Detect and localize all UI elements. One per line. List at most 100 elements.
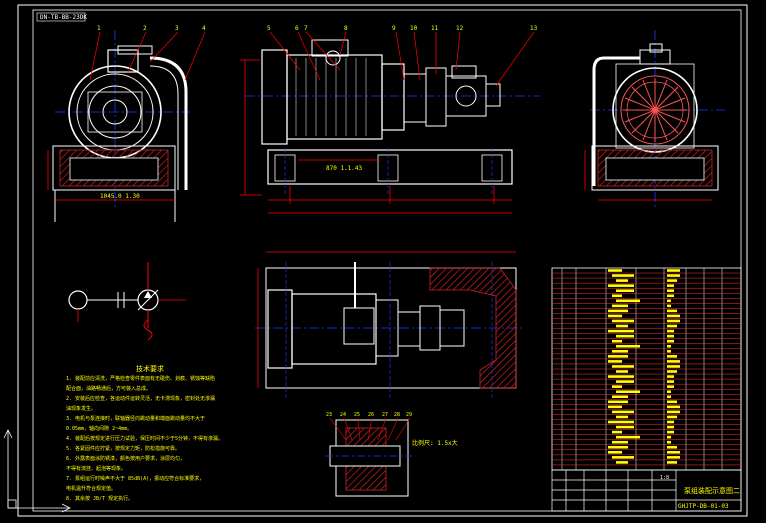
left-end-view [47,30,206,222]
parts-list-text-mark [612,410,634,414]
parts-list-text-mark [667,279,677,282]
parts-list-text-mark [667,415,677,419]
section-balloon-29: 29 [406,412,413,418]
parts-list-text-mark [616,289,634,292]
parts-list-text-mark [667,425,674,429]
parts-list-text-mark [667,375,674,378]
parts-list-text-mark [608,451,622,454]
parts-list-text-mark [667,355,677,358]
balloon-7: 7 [304,25,308,32]
parts-list-text-mark [616,390,640,393]
parts-list-text-mark [667,350,671,353]
parts-list-text-mark [608,405,622,409]
right-end-view [584,30,725,208]
parts-list-text-mark [616,324,628,328]
parts-list-text-mark [667,334,674,338]
tech-requirements-heading: 技术要求 [136,365,164,373]
tech-requirement-line: 5. 各紧固件应拧紧，按规定力矩，防松措施可靠。 [66,446,181,452]
parts-list-text-mark [667,304,671,308]
parts-list-text-mark [612,304,628,308]
section-balloon-23: 23 [326,412,333,418]
parts-list-text-mark [612,294,622,298]
parts-list-text-mark [612,385,622,388]
parts-list-text-mark [667,420,674,424]
parts-list-text-mark [667,294,674,298]
parts-list-text-mark [608,284,634,287]
section-scale-note: 比例尺: 1.5x大 [412,440,458,447]
parts-list-text-mark [667,456,680,459]
tech-requirement-line: 2. 安装后应检查，各运动件运转灵活，无卡滞现象，密封处无渗漏 [66,396,216,402]
balloon-1: 1 [97,25,101,32]
parts-list-text-mark [616,279,628,282]
parts-list-text-mark [667,405,680,409]
balloon-4: 4 [202,25,206,32]
tech-requirement-line: 8. 其余按 JB/T 规定执行。 [66,496,134,502]
parts-list-text-mark [667,390,671,393]
parts-list-text-mark [667,445,677,449]
parts-list-text-mark [612,395,628,399]
parts-list-text-mark [616,344,640,348]
title-block-name: 泵组装配示意图二 [684,487,740,495]
balloon-10: 10 [410,25,418,32]
tech-requirement-line: 配合面，油路畅通后，方可装入总成。 [66,386,152,392]
parts-list-table [551,267,742,471]
parts-list-text-mark [667,329,674,333]
title-block-scale: 1:8 [660,475,670,481]
parts-list-text-mark [608,375,634,378]
parts-list-text-mark [612,365,634,368]
balloon-9: 9 [392,25,396,32]
parts-list-text-mark [612,339,622,343]
parts-list-text-mark [612,350,628,353]
parts-list-text-mark [612,430,622,434]
tech-requirement-line: 不得有流挂、起泡等现象。 [66,466,127,472]
title-block-number: GHJTP-DB-01-03 [678,503,729,510]
balloon-3: 3 [175,25,179,32]
parts-list-text-mark [616,299,640,303]
section-balloon-26: 26 [368,412,375,418]
parts-list-text-mark [608,445,628,449]
parts-list-text-mark [608,269,622,272]
parts-list-text-mark [667,319,680,323]
parts-list-text-mark [667,289,674,292]
tech-requirement-line: 6. 外露表面涂防锈漆，颜色按用户要求，涂层均匀， [66,456,186,462]
parts-list-text-mark [616,425,634,429]
parts-list-text-mark [667,451,680,454]
parts-list-text-mark [667,339,674,343]
parts-list-text-mark [616,461,628,464]
parts-list-text-mark [667,309,677,313]
parts-list-text-mark [608,309,628,313]
balloon-8: 8 [344,25,348,32]
parts-list-text-mark [616,334,634,338]
section-balloon-27: 27 [382,412,389,418]
parts-list-text-mark [608,420,634,424]
left-view-dimension: 1045.0 1.30 [100,193,140,200]
parts-list-text-mark [667,344,671,348]
parts-list-text-mark [608,355,628,358]
parts-list-text-mark [608,314,622,318]
tech-requirements: 技术要求 1. 装配前应清洗，严格检查零件表面有无碰伤、划痕、锈蚀等缺陷 配合面… [66,364,316,504]
parts-list-text-mark [667,269,680,272]
tech-requirement-line: 1. 装配前应清洗，严格检查零件表面有无碰伤、划痕、锈蚀等缺陷 [66,376,216,382]
plan-view [255,251,525,398]
parts-list-text-mark [608,400,628,404]
parts-list-text-mark [616,380,634,383]
front-view-dimension: 870 1.1.43 [326,165,363,172]
parts-list-text-mark [667,360,680,363]
parts-list-text-mark [667,430,674,434]
balloon-13: 13 [530,25,538,32]
parts-list-text-mark [612,440,628,444]
parts-list-text-mark [608,329,634,333]
parts-list-text-mark [667,380,674,383]
parts-list-text-mark [667,435,671,439]
parts-list-text-mark [608,360,622,363]
parts-list-text-mark [612,456,634,459]
parts-list-text-mark [612,274,634,277]
tech-requirement-line: 油现象发生。 [66,406,97,412]
parts-list-text-mark [667,395,671,399]
tech-requirement-line: 3. 电机与泵连接时，联轴器径向跳动量和端面跳动量均不大于 [66,416,206,422]
parts-list-text-mark [667,365,680,368]
parts-list-text-mark [667,370,677,373]
parts-list-text-mark [616,435,640,439]
parts-list-text-mark [667,400,677,404]
drawing-tag: DN-TB-BB-23DK [40,14,87,21]
